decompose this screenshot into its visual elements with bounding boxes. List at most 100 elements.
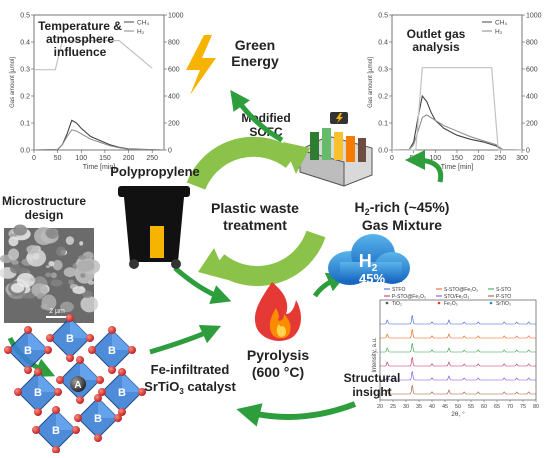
x-tick-label: 100 (75, 155, 87, 162)
pyrolysis-label: Pyrolysis(600 °C) (247, 347, 309, 380)
arrow-catalyst-to-pyrolysis (149, 325, 222, 355)
xrd-legend-marker (385, 301, 389, 305)
y-tick-label: 0.1 (20, 121, 30, 128)
sem-particle (80, 273, 86, 278)
atom-b-label: B (118, 387, 126, 399)
oxygen-atom (88, 346, 96, 354)
xrd-tick-label: 50 (455, 404, 461, 410)
sem-particle (87, 280, 95, 285)
oxygen-atom (24, 326, 32, 334)
oxygen-atom (34, 408, 42, 416)
xrd-y-label: Intensity, a.u. (372, 337, 378, 373)
sem-particle (82, 290, 93, 298)
octahedron-face (80, 360, 100, 380)
sem-particle (45, 272, 52, 278)
octahedron-face (28, 330, 48, 350)
oxygen-atom (128, 346, 136, 354)
plot-frame (33, 14, 165, 151)
oxygen-atom (74, 414, 82, 422)
h2-cloud-icon: H2 45% (328, 234, 410, 286)
sem-particle (80, 295, 99, 313)
oxygen-atom (86, 334, 94, 342)
xrd-tick-label: 35 (416, 404, 422, 410)
y-tick-label: 0.3 (20, 67, 30, 74)
plot-frame (391, 14, 523, 151)
xrd-pattern (380, 384, 536, 395)
oxygen-atom (108, 366, 116, 374)
arrow-gas-to-sofc (405, 150, 444, 183)
polypropylene-label: Polypropylene (110, 164, 200, 179)
xrd-tick-label: 65 (494, 404, 500, 410)
xrd-pattern (380, 328, 536, 339)
x-axis-label: Time [min] (83, 164, 115, 171)
y2-tick-label: 600 (168, 67, 180, 74)
oxygen-atom (56, 376, 64, 384)
y-tick-label: 0.3 (378, 67, 388, 74)
y2-tick-label: 800 (526, 40, 538, 47)
xrd-tick-label: 55 (468, 404, 474, 410)
sem-particle (60, 301, 74, 313)
oxygen-atom (14, 388, 22, 396)
xrd-tick-label: 60 (481, 404, 487, 410)
sem-particle (30, 277, 36, 282)
xrd-legend-label: Fe₂O₃ (444, 301, 458, 307)
y2-tick-label: 0 (168, 148, 172, 155)
arrow-xrd-to-catalyst (236, 401, 357, 427)
oxygen-atom (96, 376, 104, 384)
y-tick-label: 0.2 (20, 94, 30, 101)
perovskite-structure: BBBBBBBBA (4, 314, 146, 454)
y-axis-label: Gas amount [µmol] (368, 57, 374, 108)
oxygen-atom (52, 406, 60, 414)
xrd-legend-label: STFO (392, 287, 405, 293)
xrd-pattern (380, 370, 536, 381)
sofc-icon (299, 112, 373, 187)
oxygen-atom (24, 366, 32, 374)
oxygen-atom (32, 426, 40, 434)
legend-label: CH₄ (137, 20, 149, 27)
oxygen-atom (108, 326, 116, 334)
xrd-tick-label: 25 (390, 404, 396, 410)
sem-particle (10, 263, 21, 274)
xrd-tick-label: 40 (429, 404, 435, 410)
xrd-legend-label: P-STO (496, 294, 511, 300)
sem-particle (22, 294, 30, 299)
octahedron-face (112, 330, 132, 350)
recycle-icon (186, 136, 326, 287)
series-line-1 (33, 129, 165, 151)
octahedron-face (38, 372, 58, 392)
x-axis-label: Time [min] (441, 164, 473, 171)
xrd-tick-label: 30 (403, 404, 409, 410)
trash-bin-icon (118, 186, 190, 269)
xrd-pattern (380, 342, 536, 353)
sem-particle (78, 255, 87, 261)
xrd-legend-marker (437, 301, 441, 305)
octahedron-face (122, 372, 142, 392)
oxygen-atom (4, 346, 12, 354)
xrd-tick-label: 70 (507, 404, 513, 410)
x-tick-label: 150 (99, 155, 111, 162)
oxygen-atom (76, 396, 84, 404)
octahedron-face (98, 398, 118, 418)
xrd-frame (379, 299, 537, 401)
oxygen-atom (94, 434, 102, 442)
atom-a-label: A (74, 380, 81, 391)
y-tick-label: 0.5 (20, 13, 30, 20)
xrd-x-label: 2θ, ° (451, 410, 465, 418)
sem-image: 2 µm (0, 224, 101, 323)
xrd-legend-label: P-STO@Fe₂O₃ (392, 294, 426, 300)
arrow-sofc-to-energy (230, 89, 284, 143)
flame-icon (254, 282, 301, 341)
y-tick-label: 0.5 (378, 13, 388, 20)
y-tick-label: 0.0 (378, 148, 388, 155)
x-tick-label: 200 (473, 155, 485, 162)
atom-b-label: B (108, 345, 116, 357)
atom-b-label: B (66, 333, 74, 345)
legend-label: CH₄ (495, 20, 507, 27)
sem-particle (11, 260, 19, 265)
xrd-legend-label: SrTiO₃ (496, 301, 511, 307)
oxygen-atom (66, 354, 74, 362)
